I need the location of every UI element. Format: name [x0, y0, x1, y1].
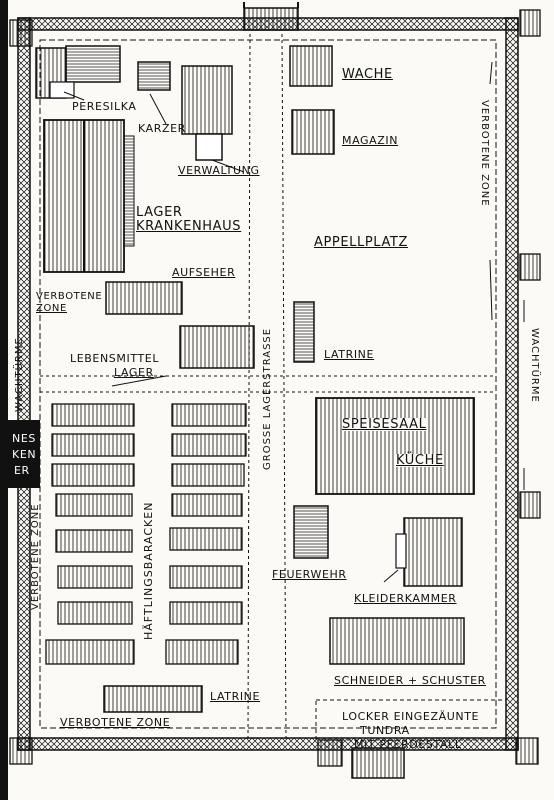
- watchtower: [317, 739, 343, 767]
- label-tundra-3: MIT PFERDESTALL: [354, 738, 462, 751]
- watchtower: [9, 737, 33, 765]
- label-speisesaal: SPEISESAAL: [342, 417, 427, 432]
- label-schneider-schuster: SCHNEIDER + SCHUSTER: [334, 674, 486, 687]
- label-verwaltung: VERWALTUNG: [178, 164, 260, 177]
- grosse-lagerstrasse-road: [247, 33, 287, 741]
- watchtower: [9, 19, 33, 47]
- label-magazin: MAGAZIN: [342, 134, 399, 147]
- label-verbotene-zone-left-2: ZONE: [36, 303, 67, 314]
- label-tundra-2: TUNDRA: [360, 724, 410, 737]
- label-wachtuerme-right: WACHTÜRME: [529, 328, 540, 403]
- gate-top: [243, 2, 299, 31]
- label-appellplatz: APPELLPLATZ: [314, 235, 408, 250]
- label-lager: LAGER: [136, 205, 183, 220]
- label-left-edge-3: ER: [14, 464, 30, 477]
- label-verbotene-zone-left: VERBOTENE ZONE: [30, 503, 41, 610]
- label-left-edge-1: NES: [12, 432, 36, 445]
- label-verbotene-zone-right: VERBOTENE ZONE: [479, 100, 490, 207]
- label-verbotene-zone-left-1: VERBOTENE: [36, 291, 103, 302]
- label-peresilka: PERESILKA: [72, 100, 137, 113]
- lebensmittel-lager-building: [179, 325, 255, 369]
- barracks-right: [165, 403, 247, 665]
- latrine-mid-building: [293, 301, 315, 363]
- wache-building: [289, 45, 333, 87]
- label-wachtuerme-left: WACHTÜRME: [14, 337, 25, 412]
- label-kueche: KÜCHE: [396, 453, 444, 468]
- label-kleiderkammer: KLEIDERKAMMER: [354, 592, 457, 605]
- label-tundra-1: LOCKER EINGEZÄUNTE: [342, 710, 480, 723]
- verwaltung-building: [181, 65, 233, 161]
- magazin-building: [291, 109, 335, 155]
- left-edge-shadow: [0, 0, 8, 800]
- label-grosse-lagerstrasse: GROSSE LAGERSTRASSE: [262, 327, 273, 470]
- schneider-schuster-building: [329, 617, 465, 665]
- tundra-enclosure: [315, 699, 507, 779]
- pointer-arrows: [63, 61, 525, 583]
- label-lebensmittel-lager: LAGER: [114, 366, 154, 379]
- aufseher-building: [105, 281, 183, 315]
- watchtower: [519, 9, 541, 37]
- label-feuerwehr: FEUERWEHR: [272, 568, 347, 581]
- krankenhaus-building: [43, 119, 135, 273]
- label-latrine-mid: LATRINE: [324, 348, 375, 361]
- kleiderkammer-building: [395, 517, 463, 587]
- watchtower: [515, 737, 539, 765]
- label-left-edge-2: KEN: [12, 448, 37, 461]
- label-aufseher: AUFSEHER: [172, 266, 236, 279]
- label-latrine-bottom: LATRINE: [210, 690, 261, 703]
- watchtower: [519, 491, 541, 519]
- cross-road: [40, 375, 496, 393]
- feuerwehr-building: [293, 505, 329, 559]
- watchtower: [519, 253, 541, 281]
- label-wache: WACHE: [342, 67, 393, 82]
- speisesaal-building: [315, 397, 475, 495]
- barracks-left: [45, 403, 135, 665]
- label-lebensmittel: LEBENSMITTEL: [70, 352, 160, 365]
- label-haeftlingsbaracken: HÄFTLINGSBARACKEN: [142, 501, 155, 640]
- latrine-bottom-building: [103, 685, 203, 713]
- peresilka-building: [35, 45, 121, 99]
- karzer-building: [137, 61, 171, 91]
- label-verbotene-zone-bottom: VERBOTENE ZONE: [60, 716, 171, 729]
- gate-block: [0, 420, 40, 488]
- label-krankenhaus: KRANKENHAUS: [136, 219, 242, 234]
- label-karzer: KARZER: [138, 122, 186, 135]
